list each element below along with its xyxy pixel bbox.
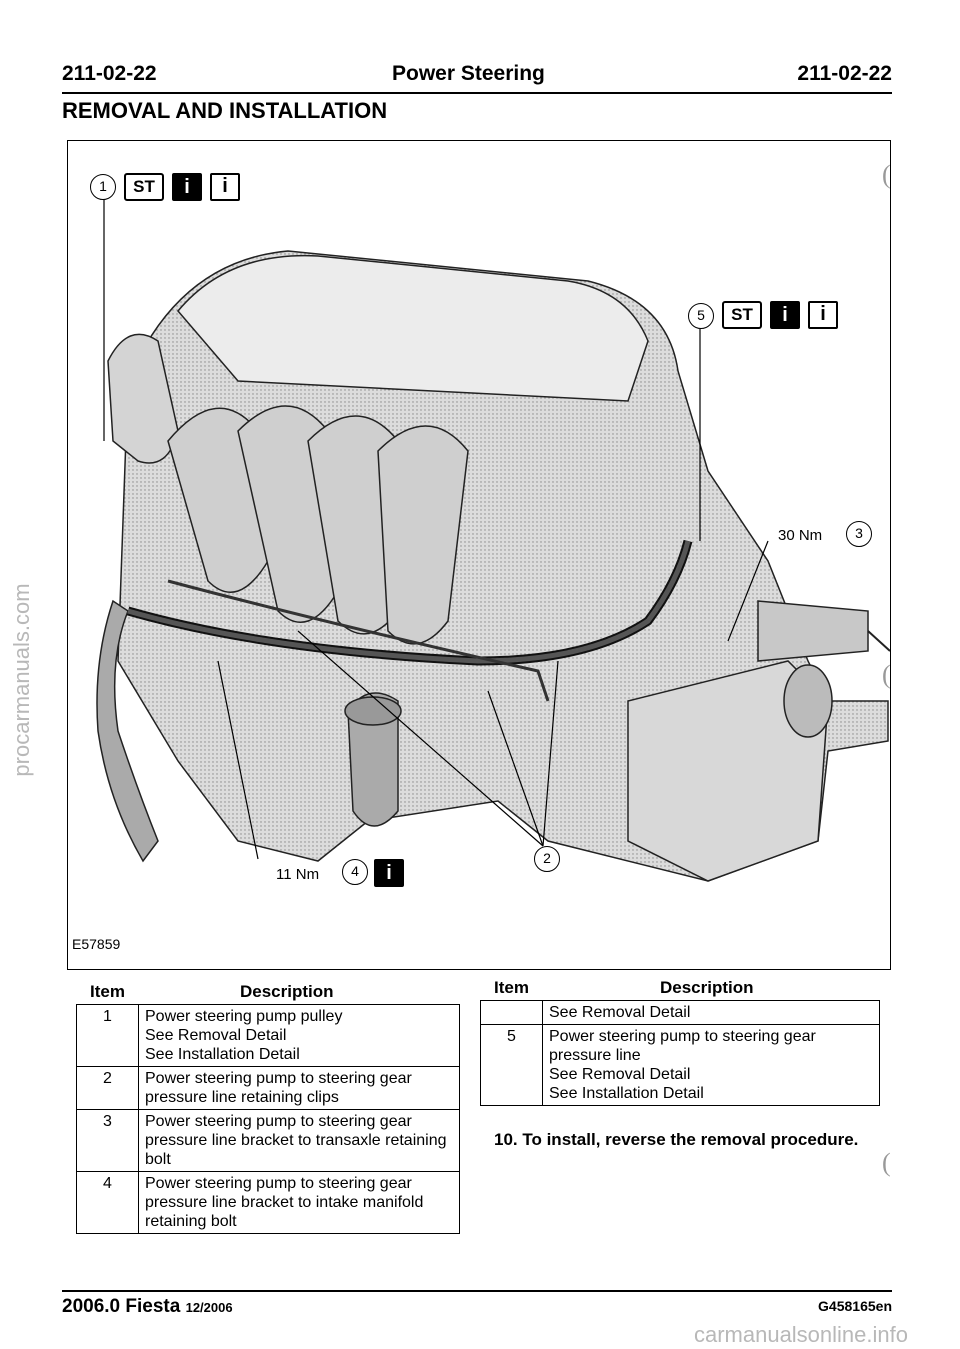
callout-4: 4	[342, 859, 368, 885]
item-description: Power steering pump to steering gear pre…	[138, 1066, 460, 1110]
leader-2c	[542, 660, 559, 847]
binding-mark: (	[882, 660, 891, 689]
right-item-table: See Removal Detail 5 Power steering pump…	[480, 1000, 880, 1106]
description-line: bolt	[145, 1151, 171, 1168]
air-box	[627, 660, 829, 882]
info-filled-icon: i	[172, 173, 202, 201]
page-header: 211-02-22 Power Steering 211-02-22	[62, 62, 892, 96]
info-open-icon: i	[808, 301, 838, 329]
left-item-table: 1 Power steering pump pulley See Removal…	[76, 1004, 460, 1234]
item-description: Power steering pump to steering gear pre…	[542, 1024, 880, 1106]
footer-code: G458165en	[818, 1298, 892, 1314]
callout-3: 3	[846, 521, 872, 547]
radiator-hose	[96, 599, 159, 863]
description-line: Power steering pump to steering gear	[145, 1175, 412, 1192]
callout-2: 2	[534, 846, 560, 872]
special-tool-icon: ST	[124, 173, 164, 201]
header-rule	[62, 92, 892, 94]
description-line: Power steering pump pulley	[145, 1008, 343, 1025]
item-number: 5	[480, 1024, 543, 1106]
valve-cover	[177, 254, 649, 402]
right-header-description: Description	[660, 978, 754, 997]
table-row: 1 Power steering pump pulley See Removal…	[76, 1004, 460, 1067]
item-number: 2	[76, 1066, 139, 1110]
item-number	[480, 1000, 543, 1025]
bottom-watermark: carmanualsonline.info	[693, 1322, 908, 1347]
torque-4-label: 11 Nm	[276, 866, 320, 883]
description-line: pressure line	[549, 1047, 641, 1064]
table-row: 5 Power steering pump to steering gear p…	[480, 1024, 880, 1106]
description-line: See Removal Detail	[145, 1027, 287, 1044]
callout-5: 5	[688, 303, 714, 329]
item-description: Power steering pump to steering gear pre…	[138, 1171, 460, 1234]
description-line: pressure line retaining clips	[145, 1089, 339, 1106]
info-open-icon: i	[210, 173, 240, 201]
item-number: 4	[76, 1171, 139, 1234]
footer-model-name: 2006.0 Fiesta	[62, 1296, 181, 1317]
leader-4	[217, 660, 259, 860]
side-watermark-text: procarmanuals.com	[9, 583, 34, 777]
callout-1: 1	[90, 174, 116, 200]
description-line: pressure line bracket to transaxle retai…	[145, 1132, 447, 1149]
header-left-code: 211-02-22	[62, 62, 157, 85]
leader-2b	[487, 690, 544, 847]
item-number: 1	[76, 1004, 139, 1067]
power-steering-pump	[347, 692, 399, 827]
engine-illustration: 1 ST i i 5 ST i i 30 Nm 3 11 Nm 4 i 2 E5…	[67, 140, 891, 970]
install-step: 10. To install, reverse the removal proc…	[494, 1130, 859, 1149]
header-right-code: 211-02-22	[797, 62, 892, 85]
description-line: See Removal Detail	[549, 1004, 691, 1021]
left-header-description: Description	[240, 982, 334, 1001]
description-line: pressure line bracket to intake manifold	[145, 1194, 424, 1211]
item-number: 3	[76, 1109, 139, 1172]
table-row: 4 Power steering pump to steering gear p…	[76, 1171, 460, 1234]
description-line: Power steering pump to steering gear	[549, 1028, 816, 1045]
footer-model: 2006.0 Fiesta 12/2006	[62, 1296, 233, 1318]
binding-mark: (	[882, 160, 891, 189]
info-filled-icon: i	[770, 301, 800, 329]
table-row: 2 Power steering pump to steering gear p…	[76, 1066, 460, 1110]
description-line: See Installation Detail	[549, 1085, 704, 1102]
footer-date: 12/2006	[185, 1300, 233, 1315]
header-title: Power Steering	[392, 62, 545, 85]
description-line: retaining bolt	[145, 1213, 237, 1230]
right-header-item: Item	[494, 978, 529, 997]
engine-drawing	[96, 199, 890, 882]
item-description: See Removal Detail	[542, 1000, 880, 1025]
description-line: See Removal Detail	[549, 1066, 691, 1083]
table-row: See Removal Detail	[480, 1000, 880, 1025]
side-watermark: procarmanuals.com	[2, 560, 42, 800]
footer-rule	[62, 1290, 892, 1292]
figure-id: E57859	[72, 936, 121, 952]
leader-3	[727, 540, 769, 642]
steering-gear	[757, 600, 869, 662]
description-line: See Installation Detail	[145, 1046, 300, 1063]
leader-2a	[297, 630, 544, 847]
special-tool-icon: ST	[722, 301, 762, 329]
description-line: Power steering pump to steering gear	[145, 1113, 412, 1130]
description-line: Power steering pump to steering gear	[145, 1070, 412, 1087]
torque-3-label: 30 Nm	[778, 527, 823, 544]
info-filled-icon: i	[374, 859, 404, 887]
binding-mark: (	[882, 1148, 891, 1177]
item-description: Power steering pump pulley See Removal D…	[138, 1004, 460, 1067]
left-header-item: Item	[90, 982, 125, 1001]
item-description: Power steering pump to steering gear pre…	[138, 1109, 460, 1172]
section-title: REMOVAL AND INSTALLATION	[62, 98, 388, 123]
table-row: 3 Power steering pump to steering gear p…	[76, 1109, 460, 1172]
